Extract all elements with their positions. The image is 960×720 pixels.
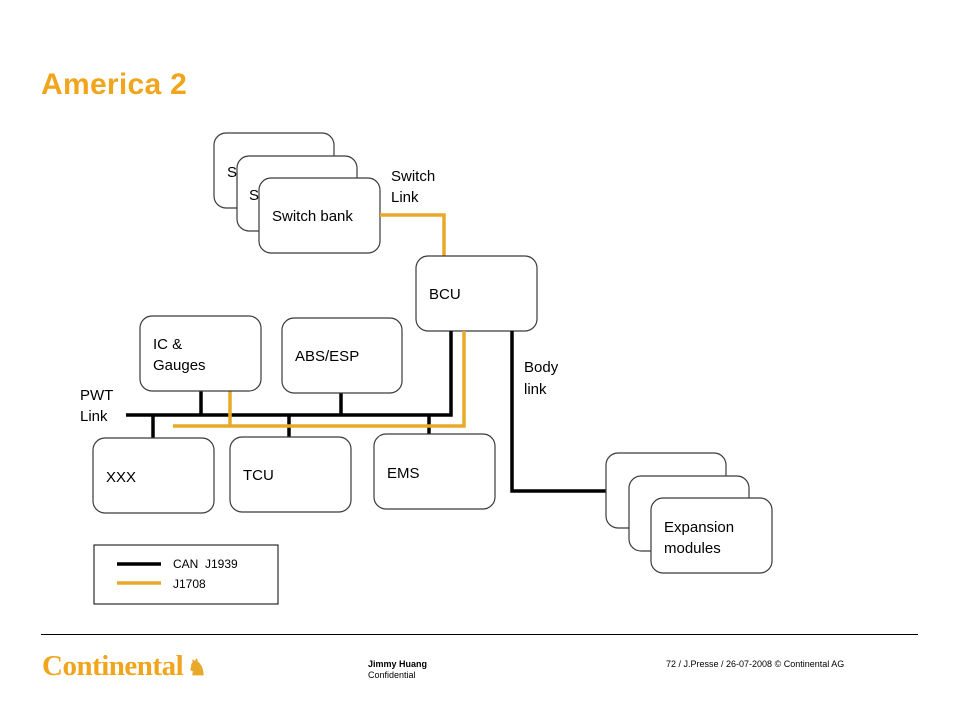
legend-can-label: CAN J1939 [173, 557, 238, 571]
footer-divider [41, 634, 918, 635]
switch-link-label-line2: Link [391, 189, 419, 206]
switch-bank-back-1-label: S [249, 187, 259, 204]
ic-gauges-label-line1: IC & [153, 336, 182, 353]
expansion-modules-node [650, 497, 773, 574]
switch-link-line [380, 213, 446, 257]
pwt-can-bus [126, 331, 453, 417]
xxx-node [92, 437, 215, 514]
body-link-label-line2: link [524, 381, 547, 398]
j1708-bus [173, 331, 466, 428]
switch-bank-label: Switch bank [272, 208, 353, 225]
switch-bank-stack: S S Switch bank [213, 132, 381, 254]
tcu-label: TCU [243, 467, 274, 484]
slide-title: America 2 [41, 68, 188, 101]
body-link-label-line1: Body [524, 359, 559, 376]
horse-icon: ♞ [187, 655, 207, 680]
body-link-line [510, 331, 606, 493]
switch-bank-back-2-label: S [227, 164, 237, 181]
author-name: Jimmy Huang [368, 659, 428, 669]
legend: CAN J1939 J1708 [93, 544, 279, 605]
pwt-link-label-line1: PWT [80, 387, 113, 404]
page-info: 72 / J.Presse / 26-07-2008 © Continental… [666, 659, 845, 669]
logo-text: Continental [42, 650, 184, 682]
ic-gauges-label-line2: Gauges [153, 357, 206, 374]
bcu-node [415, 255, 538, 332]
ems-label: EMS [387, 465, 420, 482]
bcu-label: BCU [429, 286, 461, 303]
classification: Confidential [368, 670, 416, 680]
expansion-modules-label-line1: Expansion [664, 519, 734, 536]
legend-j1708-label: J1708 [173, 577, 206, 591]
ems-node [373, 433, 496, 510]
abs-esp-label: ABS/ESP [295, 348, 359, 365]
footer-author: Jimmy Huang Confidential [368, 659, 427, 681]
legend-box [93, 544, 279, 605]
switch-link-label-line1: Switch [391, 168, 435, 185]
expansion-modules-stack: Expansion modules [605, 452, 773, 574]
continental-logo: Continental♞ [42, 650, 207, 683]
expansion-modules-label-line2: modules [664, 540, 721, 557]
tcu-node [229, 436, 352, 513]
ic-gauges-node [139, 315, 262, 392]
xxx-label: XXX [106, 469, 136, 486]
pwt-link-label-line2: Link [80, 408, 108, 425]
abs-esp-node [281, 317, 403, 394]
